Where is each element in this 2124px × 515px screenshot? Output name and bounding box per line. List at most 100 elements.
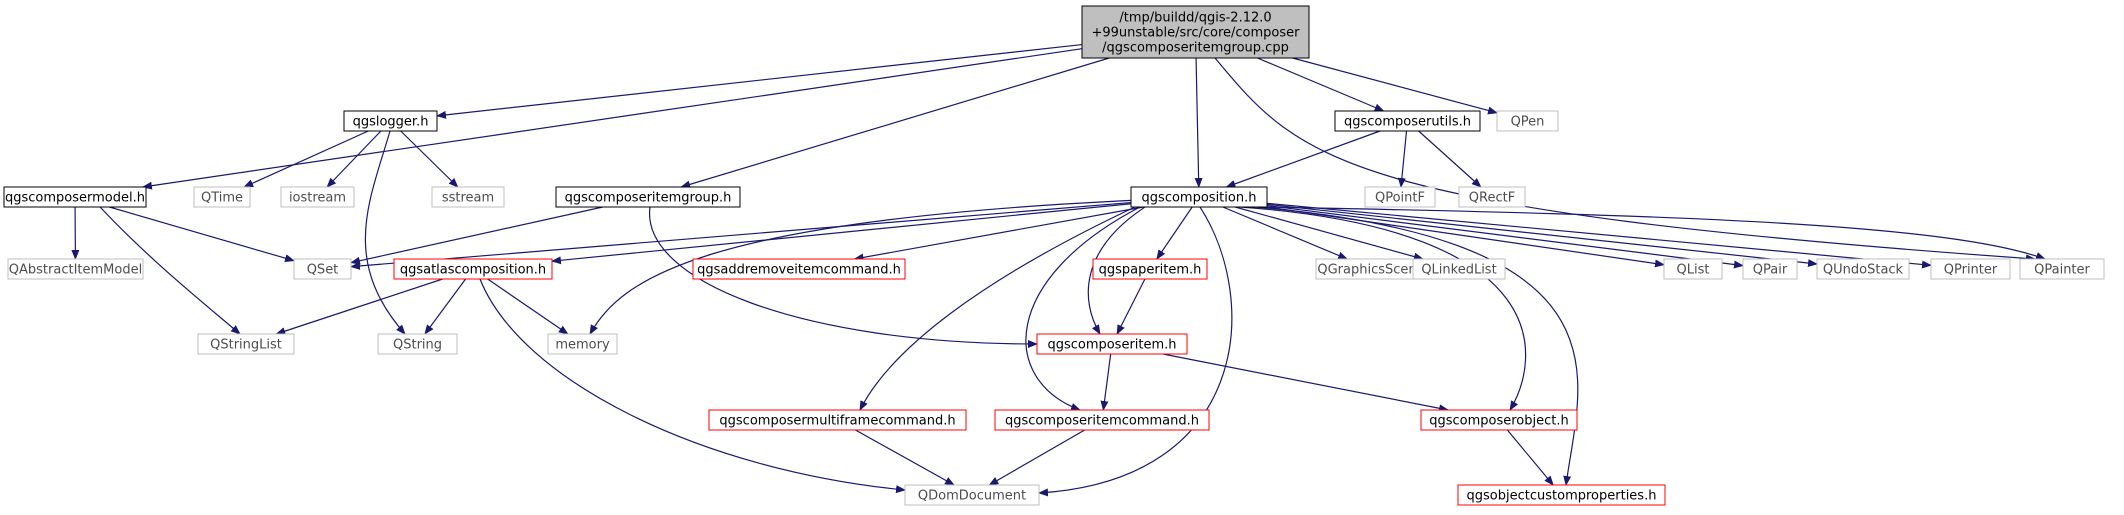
node-box — [547, 333, 618, 355]
node-box — [708, 409, 967, 431]
node-box — [1412, 258, 1506, 280]
node-qgscomposermodel[interactable]: qgscomposermodel.h — [3, 186, 147, 208]
edge-qgscomposition-to-qlinkedlist — [1234, 206, 1424, 261]
node-label: QPainter — [2034, 263, 2090, 278]
edge-qgscomposition-to-qgscomposerobject — [1239, 206, 1527, 411]
node-box — [393, 258, 553, 280]
edge-qgscomposermultiframecommand-to-qdomdocument — [855, 429, 955, 486]
node-box — [994, 409, 1210, 431]
node-box — [555, 186, 741, 208]
node-qstring: QString — [377, 333, 458, 355]
node-label: QGraphicsScene — [1317, 263, 1424, 278]
node-qgscomposeritem[interactable]: qgscomposeritem.h — [1036, 333, 1188, 355]
edge-qgscomposition-to-qundostack — [1266, 203, 1818, 268]
node-memory: memory — [547, 333, 618, 355]
edge-qgslogger-to-qtime — [243, 130, 369, 188]
node-label: QAbstractItemModel — [9, 263, 142, 278]
node-box — [1130, 186, 1268, 208]
edge-qgscomposition-to-qprinter — [1266, 202, 1932, 269]
node-box — [7, 258, 144, 280]
node-label: qgscomposeritem.h — [1047, 338, 1176, 353]
node-label: QPrinter — [1944, 263, 1998, 278]
node-label: QRectF — [1469, 191, 1515, 206]
node-qrectf: QRectF — [1458, 186, 1526, 208]
node-qgsatlascomposition[interactable]: qgsatlascomposition.h — [393, 258, 553, 280]
node-label: QPointF — [1375, 191, 1425, 206]
node-label: qgscomposeritemcommand.h — [1005, 414, 1199, 429]
edge-qgscomposition-to-qgspaperitem — [1156, 206, 1193, 260]
node-box — [1364, 186, 1436, 208]
edge-qgscomposition-to-qpainter — [1261, 206, 2046, 260]
node-label: qgscomposermultiframecommand.h — [719, 414, 955, 429]
node-iostream: iostream — [280, 186, 355, 208]
node-label: qgscomposerutils.h — [1344, 115, 1471, 130]
edge-qgscomposeritemgroup-to-qset — [350, 206, 603, 265]
edge-qgsatlascomposition-to-memory — [487, 278, 569, 335]
node-label: qgsobjectcustomproperties.h — [1467, 489, 1657, 504]
node-label: +99unstable/src/core/composer — [1092, 26, 1301, 41]
node-label: qgslogger.h — [353, 115, 429, 130]
node-qgsobjectcustomproperties[interactable]: qgsobjectcustomproperties.h — [1457, 484, 1666, 506]
edges-layer — [71, 43, 2046, 497]
node-box — [197, 333, 295, 355]
edge-qgscomposerutils-to-qpointf — [1397, 130, 1408, 188]
edge-qgsatlascomposition-to-qstringlist — [275, 278, 443, 335]
node-label: qgscomposition.h — [1142, 191, 1257, 206]
node-box — [2019, 258, 2105, 280]
node-qgraphicsscene: QGraphicsScene — [1315, 258, 1427, 280]
edge-qgscomposition-to-qgsatlascomposition — [551, 203, 1132, 265]
edge-qgscomposition-to-qgscomposeritem — [1087, 206, 1146, 335]
node-qgscomposeritemgroup[interactable]: qgscomposeritemgroup.h — [555, 186, 741, 208]
node-qgspaperitem[interactable]: qgspaperitem.h — [1092, 258, 1208, 280]
node-label: qgscomposeritemgroup.h — [565, 191, 732, 206]
edge-qgsatlascomposition-to-qstring — [424, 278, 467, 335]
edge-qgspaperitem-to-qgscomposeritem — [1116, 278, 1146, 335]
node-qgscomposerutils[interactable]: qgscomposerutils.h — [1334, 110, 1481, 132]
edge-qgscomposermodel-to-qstringlist — [99, 206, 241, 335]
edge-qgscomposerutils-to-qgscomposition — [1225, 130, 1381, 188]
node-box — [692, 258, 906, 280]
node-label: /qgscomposeritemgroup.cpp — [1102, 41, 1289, 56]
edge-qgscomposition-to-qgsaddremoveitemcommand — [853, 206, 1144, 262]
node-box — [1081, 5, 1310, 59]
edge-qgsatlascomposition-to-qdomdocument — [479, 278, 906, 494]
edge-root-to-qgscomposermodel — [141, 48, 1083, 190]
node-label: sstream — [442, 191, 494, 206]
node-qgsaddremoveitemcommand[interactable]: qgsaddremoveitemcommand.h — [692, 258, 906, 280]
node-qgslogger[interactable]: qgslogger.h — [343, 110, 438, 132]
edge-qgscomposition-to-qgsobjectcustomproperties — [1254, 206, 1579, 486]
node-box — [293, 258, 352, 280]
edge-root-to-qgscomposition — [1194, 57, 1203, 188]
edge-qgscomposition-to-qgscomposermultiframecommand — [859, 206, 1136, 411]
node-qgscomposerobject[interactable]: qgscomposerobject.h — [1420, 409, 1578, 431]
node-qpainter: QPainter — [2019, 258, 2105, 280]
edge-qgscomposition-to-qgraphicsscene — [1222, 206, 1349, 260]
node-qset: QSet — [293, 258, 352, 280]
edge-qgscomposeritem-to-qgscomposerobject — [1162, 353, 1450, 413]
node-qgscomposition[interactable]: qgscomposition.h — [1130, 186, 1268, 208]
edge-root-to-qpainter — [1214, 57, 2036, 263]
node-label: qgsaddremoveitemcommand.h — [697, 263, 901, 278]
node-qgscomposeritemcommand[interactable]: qgscomposeritemcommand.h — [994, 409, 1210, 431]
node-box — [1092, 258, 1208, 280]
node-box — [343, 110, 438, 132]
edge-qgscomposition-to-memory — [589, 199, 1141, 335]
edge-qgscomposition-to-qdomdocument — [1038, 206, 1233, 497]
node-label: QTime — [201, 191, 243, 206]
edge-qgslogger-to-sstream — [400, 130, 459, 188]
node-qgscomposermultiframecommand[interactable]: qgscomposermultiframecommand.h — [708, 409, 967, 431]
node-box — [431, 186, 505, 208]
edge-qgscomposeritemgroup-to-qgscomposeritem — [649, 206, 1038, 348]
edge-root-to-qgscomposerutils — [1257, 57, 1385, 112]
node-qtime: QTime — [193, 186, 251, 208]
edge-root-to-qpen — [1292, 57, 1498, 115]
node-box — [1334, 110, 1481, 132]
node-qpointf: QPointF — [1364, 186, 1436, 208]
node-label: QList — [1677, 263, 1710, 278]
node-box — [1496, 110, 1559, 132]
node-label: QDomDocument — [918, 489, 1026, 504]
node-label: QPen — [1511, 115, 1545, 130]
node-root[interactable]: /tmp/buildd/qgis-2.12.0+99unstable/src/c… — [1081, 5, 1310, 59]
edge-qgscomposerutils-to-qrectf — [1418, 130, 1482, 188]
node-label: QLinkedList — [1421, 263, 1496, 278]
